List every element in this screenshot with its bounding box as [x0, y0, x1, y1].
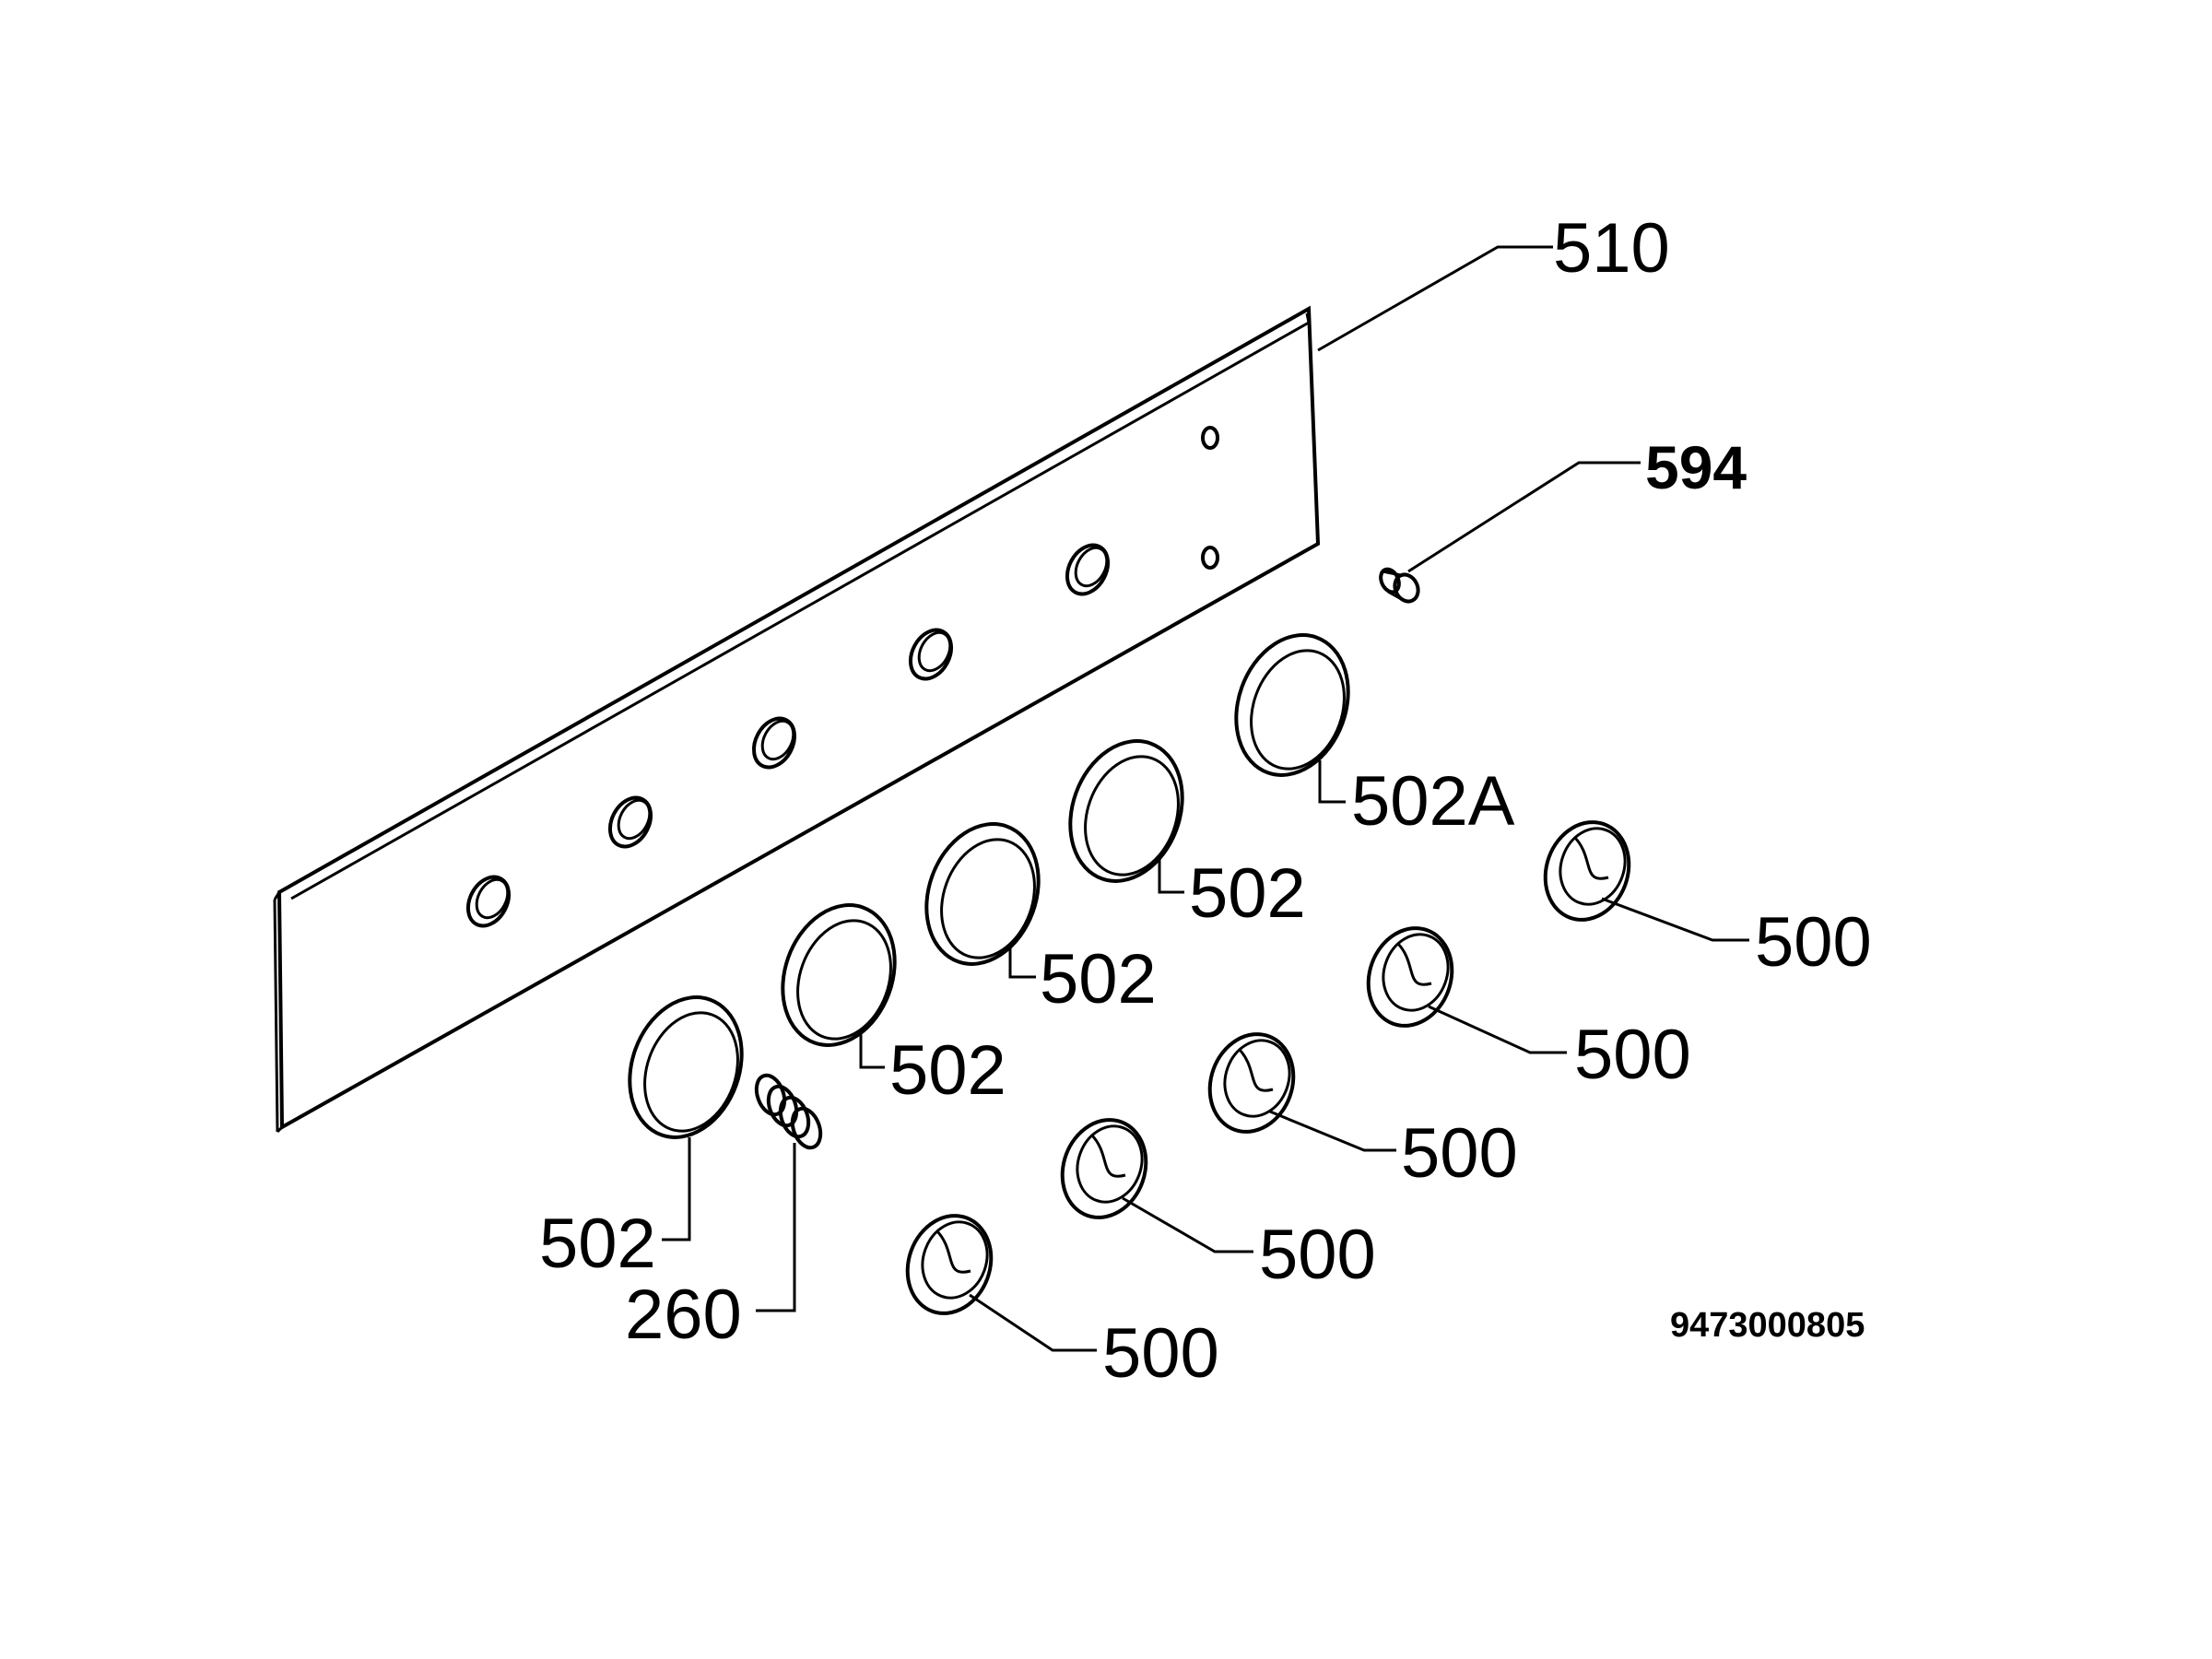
bezel-ring-502-3	[924, 822, 1041, 966]
label-500-c: 500	[1401, 1114, 1518, 1193]
control-panel	[273, 305, 1321, 1134]
spring-part	[754, 1073, 823, 1150]
screw-part	[1379, 567, 1420, 604]
label-502-d: 502	[539, 1205, 656, 1283]
leader-lines	[662, 245, 1749, 1352]
knob-5	[905, 1214, 994, 1315]
label-502a: 502A	[1351, 762, 1515, 841]
label-500-d: 500	[1259, 1216, 1376, 1294]
label-502-c: 502	[889, 1031, 1006, 1110]
bezel-ring-502-4	[1068, 739, 1184, 883]
knob-1	[1543, 820, 1631, 922]
part-labels: 510 594 502A 502 502 502 502 260 500 500…	[539, 209, 1872, 1393]
bezel-ring-502a	[1234, 633, 1350, 777]
knob-3	[1207, 1032, 1296, 1134]
label-502-a: 502	[1189, 854, 1306, 933]
bezel-ring-502-1	[628, 995, 744, 1139]
label-502-b: 502	[1040, 940, 1157, 1018]
label-594: 594	[1645, 433, 1747, 501]
label-260: 260	[625, 1276, 742, 1354]
drawing-code: 9473000805	[1670, 1306, 1865, 1345]
bezel-rings	[628, 633, 1350, 1139]
control-knobs	[905, 820, 1631, 1315]
label-500-e: 500	[1102, 1314, 1219, 1393]
bezel-ring-502-2	[781, 903, 897, 1047]
label-500-b: 500	[1574, 1016, 1691, 1094]
label-500-a: 500	[1755, 903, 1872, 982]
panel-holes	[465, 426, 1219, 928]
knob-2	[1366, 926, 1454, 1028]
knob-4	[1060, 1118, 1148, 1219]
label-510: 510	[1553, 209, 1670, 288]
